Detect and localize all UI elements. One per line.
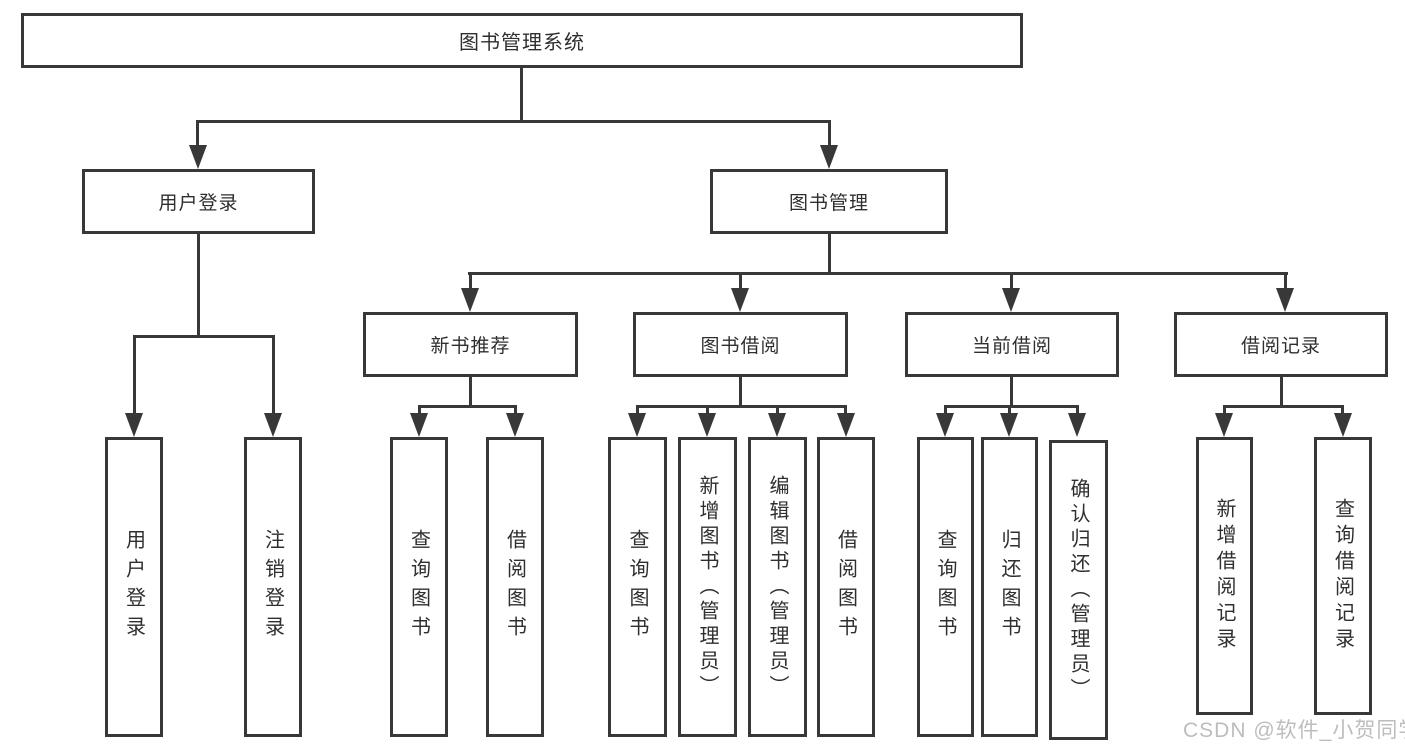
leaf-query-borrow-record: 查询借阅记录: [1314, 437, 1372, 715]
arrowhead-icon: [1334, 413, 1352, 437]
node-new-book-recommend: 新书推荐: [363, 312, 578, 377]
leaf-query-books: 查询图书: [390, 437, 448, 737]
arrowhead-icon: [264, 413, 282, 437]
leaf-query-books: 查询图书: [917, 437, 974, 737]
connector-line: [1224, 405, 1343, 408]
leaf-add-book-admin: 新增图书（管理员）: [678, 437, 737, 737]
arrowhead-icon: [1000, 413, 1018, 437]
node-current-borrow: 当前借阅: [905, 312, 1119, 377]
connector-line: [944, 405, 947, 417]
connector-line: [197, 234, 200, 335]
arrowhead-icon: [125, 413, 143, 437]
connector-line: [739, 377, 742, 408]
connector-line: [844, 405, 847, 417]
leaf-borrow-books: 借阅图书: [817, 437, 875, 737]
node-book-borrow: 图书借阅: [633, 312, 848, 377]
arrowhead-icon: [731, 288, 749, 312]
arrowhead-icon: [820, 145, 838, 169]
node-label: 图书借阅: [700, 336, 781, 357]
node-label: 新增图书（管理员）: [696, 474, 718, 700]
arrowhead-icon: [698, 413, 716, 437]
connector-line: [1341, 405, 1344, 417]
connector-line: [706, 405, 709, 417]
connector-line: [945, 405, 1078, 408]
connector-line: [514, 405, 517, 417]
node-label: 当前借阅: [971, 336, 1052, 357]
node-root-library-system: 图书管理系统: [21, 13, 1023, 68]
arrowhead-icon: [461, 288, 479, 312]
node-label: 查询借阅记录: [1331, 498, 1354, 654]
connector-line: [133, 335, 136, 415]
leaf-return-books: 归还图书: [981, 437, 1038, 737]
leaf-logout: 注销登录: [244, 437, 302, 737]
connector-line: [828, 120, 831, 148]
connector-line: [419, 405, 517, 408]
connector-line: [1280, 377, 1283, 408]
node-label: 图书管理系统: [459, 32, 585, 54]
node-label: 图书管理: [788, 193, 869, 214]
arrowhead-icon: [1002, 288, 1020, 312]
leaf-user-login: 用户登录: [105, 437, 163, 737]
connector-line: [196, 120, 199, 148]
connector-line: [739, 272, 742, 292]
connector-line: [197, 120, 831, 123]
connector-line: [828, 234, 831, 275]
leaf-add-borrow-record: 新增借阅记录: [1196, 437, 1253, 715]
node-label: 查询图书: [407, 529, 430, 645]
node-label: 借阅图书: [503, 529, 526, 645]
leaf-edit-book-admin: 编辑图书（管理员）: [748, 437, 807, 737]
arrowhead-icon: [189, 145, 207, 169]
arrowhead-icon: [1276, 288, 1294, 312]
node-label: 用户登录: [158, 193, 239, 214]
node-user-login: 用户登录: [82, 169, 315, 234]
connector-line: [134, 335, 275, 338]
node-label: 用户登录: [122, 529, 145, 645]
leaf-query-books: 查询图书: [608, 437, 667, 737]
arrowhead-icon: [1215, 413, 1233, 437]
leaf-borrow-books: 借阅图书: [486, 437, 544, 737]
connector-line: [1008, 405, 1011, 417]
node-label: 归还图书: [998, 529, 1020, 645]
node-borrow-record: 借阅记录: [1174, 312, 1388, 377]
node-label: 编辑图书（管理员）: [766, 474, 788, 700]
arrowhead-icon: [506, 413, 524, 437]
connector-line: [1010, 377, 1013, 408]
connector-line: [1223, 405, 1226, 417]
connector-line: [1284, 272, 1287, 292]
arrowhead-icon: [628, 413, 646, 437]
node-label: 借阅记录: [1240, 336, 1321, 357]
node-book-management: 图书管理: [710, 169, 948, 234]
connector-line: [469, 377, 472, 408]
connector-line: [776, 405, 779, 417]
node-label: 新书推荐: [430, 336, 511, 357]
connector-line: [1010, 272, 1013, 292]
node-label: 借阅图书: [834, 529, 857, 645]
connector-line: [469, 272, 472, 292]
arrowhead-icon: [410, 413, 428, 437]
connector-line: [468, 272, 1288, 275]
connector-line: [520, 68, 523, 121]
node-label: 注销登录: [261, 529, 284, 645]
arrowhead-icon: [936, 413, 954, 437]
connector-line: [1076, 405, 1079, 417]
node-label: 查询图书: [626, 529, 648, 645]
connector-line: [637, 405, 846, 408]
arrowhead-icon: [837, 413, 855, 437]
connector-line: [272, 335, 275, 415]
arrowhead-icon: [1068, 413, 1086, 437]
leaf-confirm-return-admin: 确认归还（管理员）: [1049, 440, 1108, 740]
connector-line: [636, 405, 639, 417]
node-label: 查询图书: [934, 529, 956, 645]
node-label: 确认归还（管理员）: [1067, 477, 1089, 703]
csdn-watermark: CSDN @软件_小贺同学: [1183, 719, 1405, 742]
node-label: 新增借阅记录: [1213, 498, 1235, 654]
connector-line: [418, 405, 421, 417]
arrowhead-icon: [768, 413, 786, 437]
